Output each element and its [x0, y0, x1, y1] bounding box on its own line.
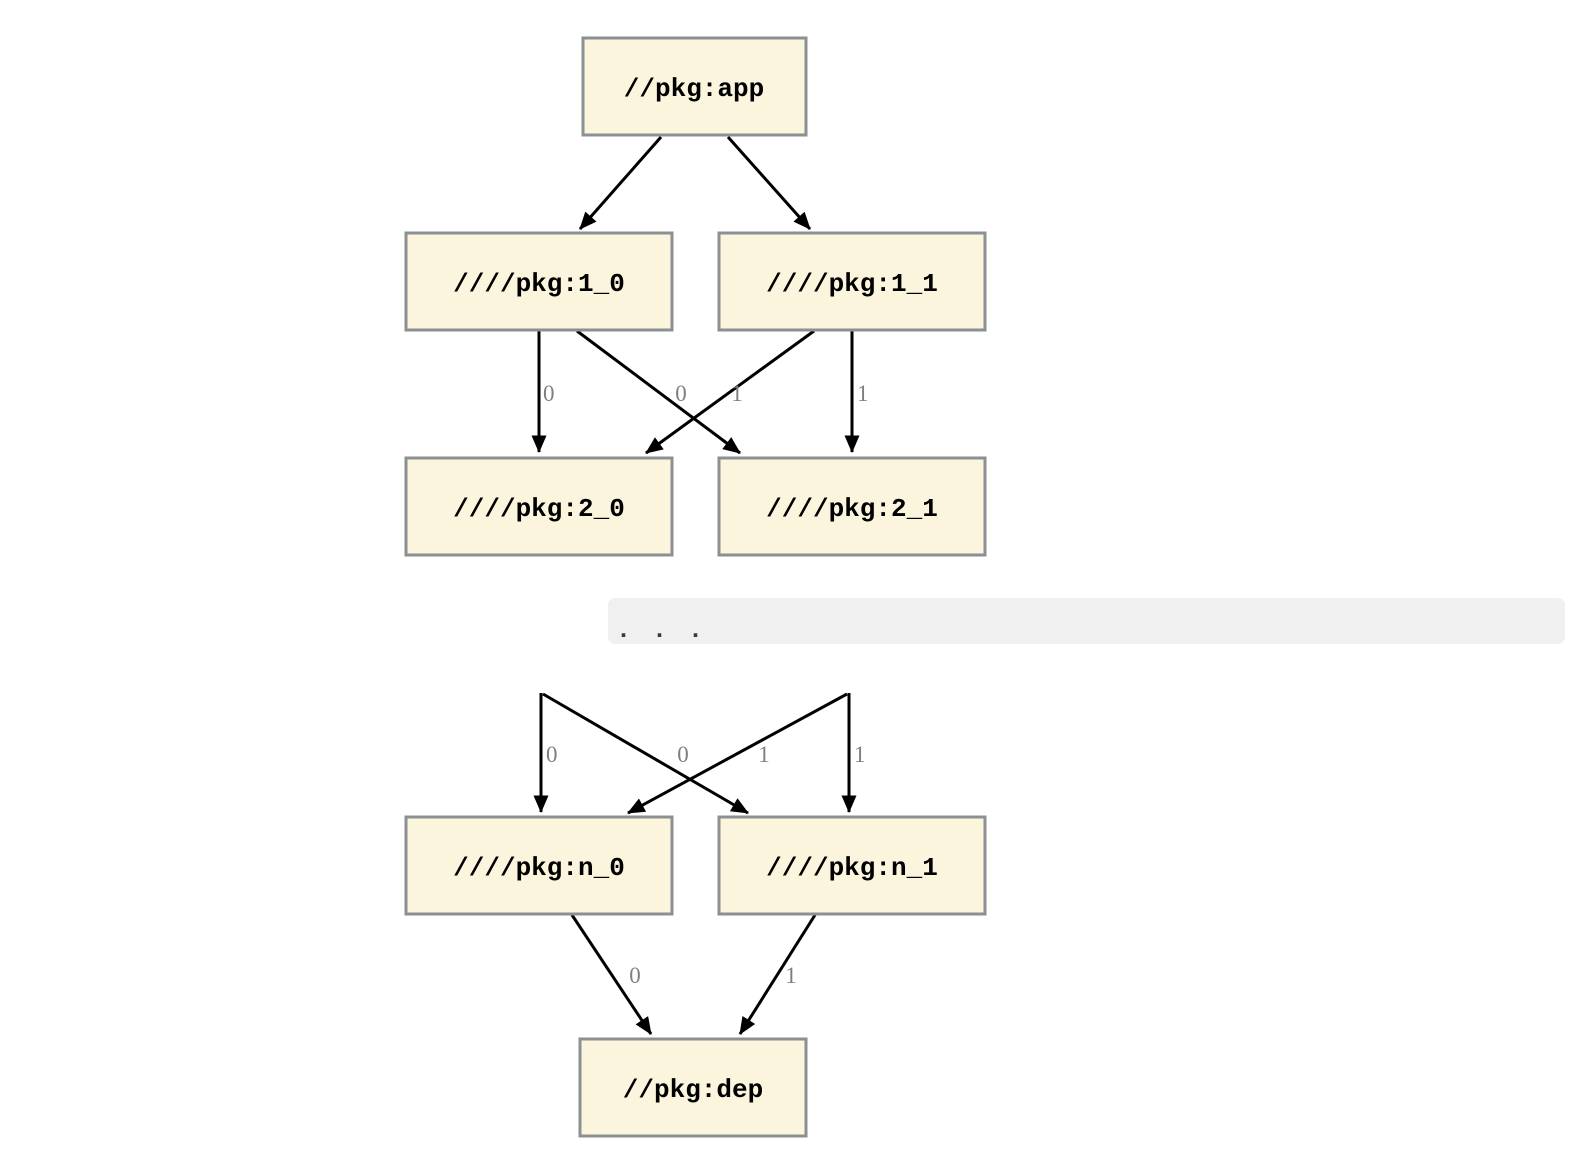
ellipsis-band: . . . — [608, 598, 1565, 645]
edge-elided-to-n_0-cross — [627, 692, 848, 815]
node-pkg-1_1-label: ////pkg:1_1 — [766, 269, 938, 299]
edge-label-1_1-2_0: 1 — [731, 381, 743, 406]
node-pkg-n_0: ////pkg:n_0 — [404, 815, 674, 916]
edge-label-elided-n_0: 0 — [546, 742, 558, 767]
edge-label-1_1-2_1: 1 — [857, 381, 869, 406]
node-pkg-1_1: ////pkg:1_1 — [717, 231, 987, 332]
ellipsis-dots: . . . — [616, 616, 706, 645]
edge-label-1_0-2_1: 0 — [675, 381, 687, 406]
node-pkg-n_0-box — [404, 815, 674, 916]
node-pkg-2_0: ////pkg:2_0 — [404, 456, 674, 557]
node-pkg-1_1-box — [717, 231, 987, 332]
node-pkg-dep-label: //pkg:dep — [623, 1075, 763, 1105]
edge-1_0-to-2_1 — [576, 329, 741, 455]
edge-label-1_0-2_0: 0 — [543, 381, 555, 406]
node-pkg-1_0-label: ////pkg:1_0 — [453, 269, 625, 299]
node-pkg-n_1-box — [717, 815, 987, 916]
node-pkg-2_1-box — [717, 456, 987, 557]
node-pkg-1_0: ////pkg:1_0 — [404, 231, 674, 332]
edge-label-elided-n_1: 0 — [677, 742, 689, 767]
edge-label-elided-n_0-cross: 1 — [758, 742, 770, 767]
edge-label-elided-n_1-straight: 1 — [854, 742, 866, 767]
node-pkg-app-box — [581, 36, 808, 137]
node-pkg-app: //pkg:app — [581, 36, 808, 137]
node-pkg-n_1-label: ////pkg:n_1 — [766, 853, 938, 883]
edge-label-n_0-dep: 0 — [629, 963, 641, 988]
node-pkg-n_1: ////pkg:n_1 — [717, 815, 987, 916]
edge-app-to-1_0 — [578, 136, 663, 230]
edge-n_0-to-dep — [570, 914, 653, 1035]
edge-1_1-to-2_0 — [645, 329, 815, 455]
node-pkg-dep: //pkg:dep — [578, 1037, 808, 1138]
node-pkg-1_0-box — [404, 231, 674, 332]
node-pkg-dep-box — [578, 1037, 808, 1138]
node-pkg-2_0-label: ////pkg:2_0 — [453, 494, 625, 524]
node-pkg-n_0-label: ////pkg:n_0 — [453, 853, 625, 883]
node-pkg-app-label: //pkg:app — [624, 74, 764, 104]
node-pkg-2_1-label: ////pkg:2_1 — [766, 494, 938, 524]
node-pkg-2_1: ////pkg:2_1 — [717, 456, 987, 557]
edge-app-to-1_1 — [726, 136, 812, 230]
edge-label-n_1-dep: 1 — [785, 963, 797, 988]
ellipsis-band-bg — [608, 598, 1565, 644]
node-pkg-2_0-box — [404, 456, 674, 557]
edge-elided-to-n_1-cross — [542, 692, 749, 815]
edge-n_1-to-dep — [738, 914, 817, 1035]
